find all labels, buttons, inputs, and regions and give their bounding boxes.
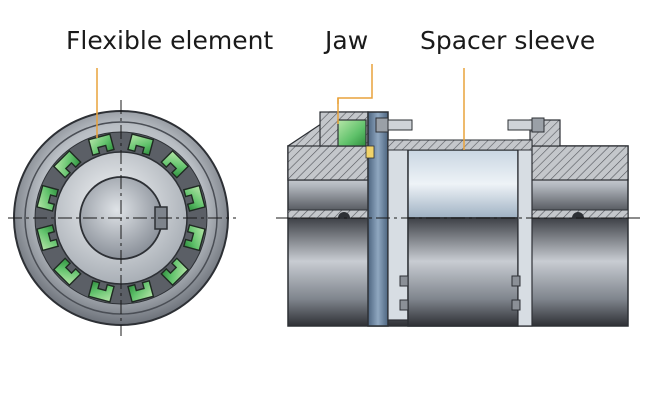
flexible-element-pad xyxy=(52,149,82,179)
spacer-sleeve-label: Spacer sleeve xyxy=(420,26,596,55)
flexible-element-section xyxy=(337,119,367,147)
bolts-bottom xyxy=(399,275,521,311)
bolts-top xyxy=(375,117,545,133)
flexible-element-label: Flexible element xyxy=(66,26,274,55)
jaw xyxy=(367,111,389,327)
side-view xyxy=(276,64,640,327)
spacer-sleeve xyxy=(407,149,519,219)
flexible-element-pad xyxy=(36,224,60,252)
flexible-element-pad xyxy=(160,257,190,287)
flexible-element-pad xyxy=(127,279,155,303)
flexible-element-pad xyxy=(160,149,190,179)
jaw-leader xyxy=(337,64,373,104)
right-hub-section xyxy=(529,145,629,181)
end-view xyxy=(8,68,236,336)
flexible-element-pad xyxy=(87,279,115,303)
flexible-element-pad xyxy=(182,184,206,212)
flexible-element-pad xyxy=(36,184,60,212)
flexible-element-pad xyxy=(182,224,206,252)
flexible-element-pad xyxy=(52,257,82,287)
flexible-element-pads xyxy=(36,133,206,303)
jaw-label: Jaw xyxy=(325,26,369,55)
flexible-element-pad xyxy=(87,133,115,157)
flexible-element-pad xyxy=(127,133,155,157)
left-hub-section xyxy=(287,145,369,181)
